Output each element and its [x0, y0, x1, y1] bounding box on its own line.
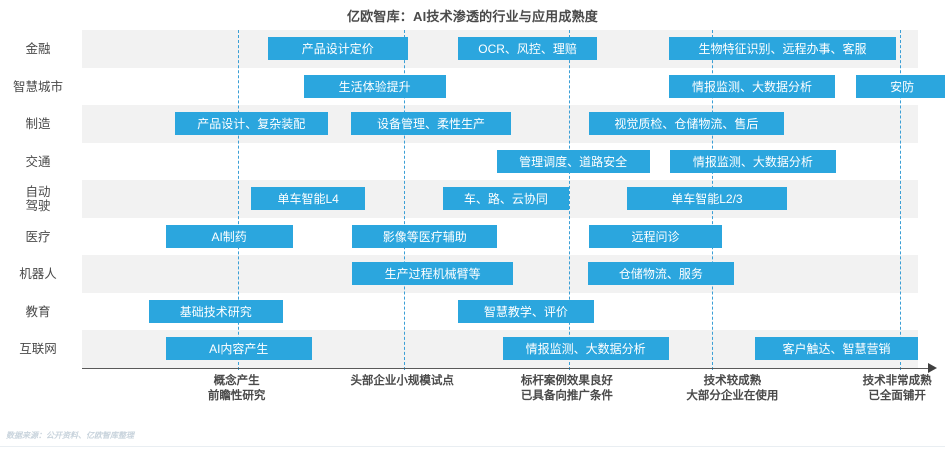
gridline-stage-5 — [899, 30, 901, 370]
chart-bar[interactable]: 生物特征识别、远程办事、客服 — [668, 37, 897, 60]
chart-bar[interactable]: 影像等医疗辅助 — [352, 224, 498, 248]
stage-label-line2: 大部分企业在使用 — [686, 389, 779, 402]
chart-bar[interactable]: 单车智能L2/3 — [627, 187, 787, 210]
row-label-line: 自动 — [25, 185, 51, 199]
stage-label-line2: 已全面铺开 — [868, 389, 926, 402]
chart-bar[interactable]: OCR、风控、理赔 — [458, 37, 597, 60]
chart-bar[interactable]: AI内容产生 — [165, 337, 312, 360]
chart-bar[interactable]: 情报监测、大数据分析 — [668, 74, 836, 98]
row-label-金融: 金融 — [0, 42, 76, 56]
chart-bar[interactable]: AI制药 — [165, 224, 293, 248]
x-axis-stage-label-3: 标杆案例效果良好已具备向推广条件 — [487, 374, 647, 403]
chart-bar[interactable]: 车、路、云协同 — [443, 187, 569, 210]
chart-bar[interactable]: 客户触达、智慧营销 — [754, 337, 918, 360]
row-label-line: 金融 — [25, 42, 51, 56]
chart-bar[interactable]: 基础技术研究 — [148, 299, 283, 323]
row-label-line: 医疗 — [25, 229, 51, 244]
chart-bar[interactable]: 设备管理、柔性生产 — [351, 112, 511, 135]
chart-bar[interactable]: 仓储物流、服务 — [587, 262, 735, 285]
row-label-互联网: 互联网 — [0, 342, 76, 356]
chart-bar[interactable]: 生产过程机械臂等 — [352, 262, 514, 285]
x-axis-stage-label-5: 技术非常成熟已全面铺开 — [817, 374, 945, 403]
chart-bar[interactable]: 情报监测、大数据分析 — [669, 149, 837, 173]
bottom-divider — [0, 446, 945, 447]
row-label-医疗: 医疗 — [0, 230, 76, 244]
chart-bar[interactable]: 安防 — [856, 74, 945, 98]
gridline-stage-2 — [403, 30, 405, 370]
row-label-line: 机器人 — [19, 267, 57, 281]
chart-bar[interactable]: 管理调度、道路安全 — [496, 149, 650, 173]
row-label-智慧城市: 智慧城市 — [0, 80, 76, 94]
source-note: 数据来源：公开资料、亿欧智库整理 — [6, 431, 134, 440]
gridline-stage-3 — [569, 30, 571, 370]
x-axis-stage-label-1: 概念产生前瞻性研究 — [157, 374, 317, 403]
x-axis-arrow-icon — [928, 362, 937, 373]
stage-label-line1: 标杆案例效果良好 — [520, 375, 613, 387]
chart-bar[interactable]: 产品设计定价 — [267, 37, 409, 60]
row-label-line: 制造 — [25, 117, 51, 131]
chart-bar[interactable]: 情报监测、大数据分析 — [502, 337, 669, 360]
chart-bar[interactable]: 远程问诊 — [588, 224, 723, 248]
row-label-line: 驾驶 — [25, 199, 51, 213]
chart-bar[interactable]: 生活体验提升 — [303, 74, 446, 98]
chart-bar[interactable]: 产品设计、复杂装配 — [174, 112, 328, 135]
stage-label-line1: 概念产生 — [213, 375, 260, 387]
chart-bar[interactable]: 智慧教学、评价 — [458, 299, 594, 323]
row-label-制造: 制造 — [0, 117, 76, 131]
x-axis-stage-label-2: 头部企业小规模试点 — [322, 374, 482, 389]
stage-label-line1: 技术较成熟 — [703, 375, 762, 387]
stage-label-line1: 技术非常成熟 — [862, 375, 932, 387]
row-label-交通: 交通 — [0, 155, 76, 169]
x-axis-line — [82, 368, 930, 369]
row-label-教育: 教育 — [0, 305, 76, 319]
row-label-line: 教育 — [25, 304, 51, 319]
stage-label-line2: 前瞻性研究 — [207, 389, 266, 402]
stage-label-line1: 头部企业小规模试点 — [350, 375, 454, 387]
row-label-机器人: 机器人 — [0, 267, 76, 281]
chart-bar[interactable]: 单车智能L4 — [250, 187, 366, 210]
gridline-stage-1 — [238, 30, 240, 370]
chart-bar[interactable]: 视觉质检、仓储物流、售后 — [588, 112, 785, 135]
x-axis-stage-label-4: 技术较成熟大部分企业在使用 — [652, 374, 812, 403]
row-label-line: 交通 — [25, 154, 51, 169]
row-label-line: 智慧城市 — [12, 79, 63, 94]
row-label-line: 互联网 — [19, 342, 57, 356]
stage-label-line2: 已具备向推广条件 — [520, 389, 613, 402]
page-title: 亿欧智库：AI技术渗透的行业与应用成熟度 — [346, 9, 598, 24]
row-label-自动驾驶: 自动驾驶 — [0, 185, 76, 213]
